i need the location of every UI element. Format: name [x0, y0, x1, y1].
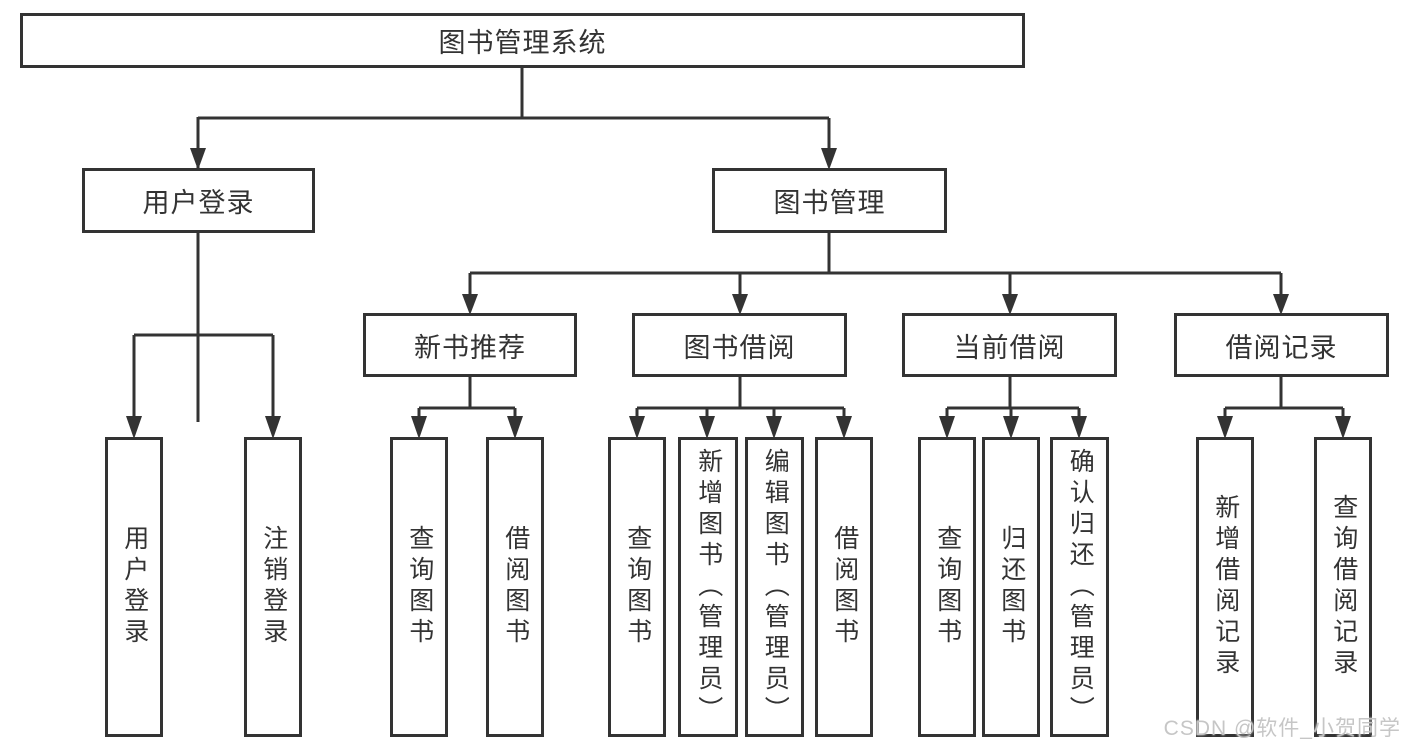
node-label: 图书管理系统	[438, 28, 607, 58]
leaf-query-books-3: 查询图书	[918, 437, 976, 737]
leaf-borrow-books-1: 借阅图书	[486, 437, 544, 737]
node-label: 新书推荐	[414, 332, 526, 363]
leaf-borrow-books-2: 借阅图书	[815, 437, 873, 737]
node-label: 用户登录	[120, 525, 149, 649]
leaf-query-books-1: 查询图书	[390, 437, 448, 737]
node-label: 借阅图书	[830, 525, 859, 649]
node-label: 借阅图书	[501, 525, 530, 649]
leaf-user-login: 用户登录	[105, 437, 163, 737]
node-label: 查询图书	[933, 525, 962, 649]
connector-userlogin-to-leaves	[132, 233, 275, 422]
node-label: 查询借阅记录	[1329, 494, 1358, 680]
node-borrowing-records: 借阅记录	[1174, 313, 1389, 377]
node-label: 新增图书（管理员）	[694, 447, 723, 727]
csdn-watermark: CSDN @软件_小贺同学	[1163, 717, 1401, 740]
node-label: 图书管理	[773, 188, 886, 218]
connector-borrowing-to-leaves	[635, 377, 846, 422]
node-label: 新增借阅记录	[1211, 494, 1240, 680]
node-label: 用户登录	[142, 188, 255, 218]
connector-bookmgmt-to-level3	[468, 233, 1283, 298]
leaf-add-borrow-record: 新增借阅记录	[1196, 437, 1254, 737]
node-label: 借阅记录	[1225, 332, 1338, 363]
node-label: 图书借阅	[683, 332, 796, 363]
node-user-login: 用户登录	[82, 168, 315, 233]
node-library-management-system: 图书管理系统	[20, 13, 1025, 68]
arrowheads	[126, 148, 1351, 439]
node-label: 注销登录	[259, 525, 288, 649]
leaf-confirm-return-admin: 确认归还（管理员）	[1050, 437, 1109, 737]
leaf-add-books-admin: 新增图书（管理员）	[678, 437, 738, 737]
leaf-query-borrow-record: 查询借阅记录	[1314, 437, 1372, 737]
node-label: 查询图书	[405, 525, 434, 649]
node-label: 确认归还（管理员）	[1066, 447, 1095, 727]
connector-records-to-leaves	[1223, 377, 1345, 422]
node-book-borrowing: 图书借阅	[632, 313, 847, 377]
node-label: 归还图书	[997, 525, 1026, 649]
leaf-return-books: 归还图书	[982, 437, 1040, 737]
node-book-management: 图书管理	[712, 168, 947, 233]
leaf-query-books-2: 查询图书	[608, 437, 666, 737]
leaf-edit-books-admin: 编辑图书（管理员）	[745, 437, 804, 737]
node-new-book-recommendation: 新书推荐	[363, 313, 577, 377]
leaf-logout: 注销登录	[244, 437, 302, 737]
connector-newbook-to-leaves	[417, 377, 517, 422]
node-label: 当前借阅	[953, 332, 1066, 363]
node-current-borrowing: 当前借阅	[902, 313, 1117, 377]
node-label: 查询图书	[623, 525, 652, 649]
connector-current-to-leaves	[945, 377, 1081, 422]
node-label: 编辑图书（管理员）	[761, 447, 790, 727]
